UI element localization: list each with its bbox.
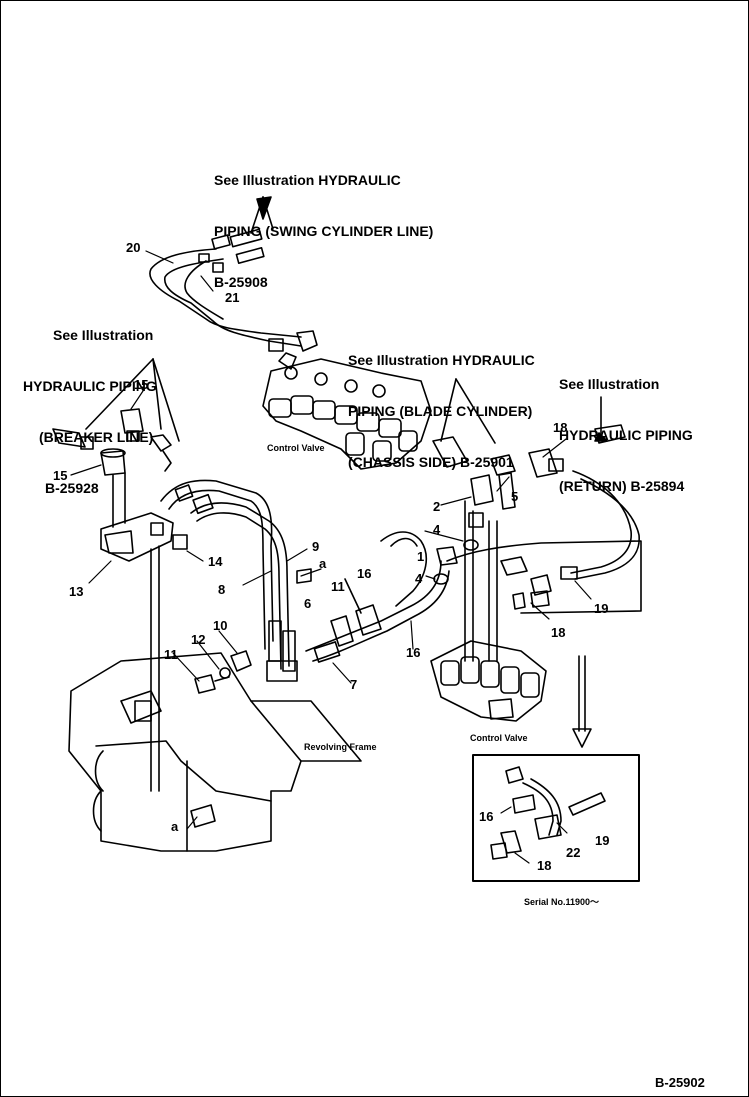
part-number-21: 21 (225, 290, 240, 305)
return-ref-line2: HYDRAULIC PIPING (559, 427, 693, 443)
inset-detail-box (472, 754, 640, 882)
part-number-16-center: 16 (357, 566, 372, 581)
part-number-19: 19 (594, 601, 609, 616)
blade-ref-line3: (CHASSIS SIDE) B-25901 (348, 454, 514, 470)
part-number-5: 5 (511, 489, 519, 504)
part-number-18-upper: 18 (553, 420, 568, 435)
swing-ref-line3: B-25908 (214, 274, 268, 290)
connection-mark-a-upper: a (319, 556, 327, 571)
part-number-2: 2 (433, 499, 441, 514)
control-valve-caption-lower: Control Valve (470, 733, 528, 743)
breaker-ref-line3: (BREAKER LINE) (39, 429, 154, 445)
return-line (446, 396, 642, 614)
return-ref-line3: (RETURN) B-25894 (559, 478, 685, 494)
part-number-12: 12 (191, 632, 206, 647)
part-number-20: 20 (126, 240, 141, 255)
part-number-13: 13 (69, 584, 84, 599)
lower-control-valve (430, 640, 547, 722)
inset-part-number-22: 22 (566, 845, 581, 860)
breaker-ref-line1: See Illustration (53, 327, 154, 343)
center-hoses (305, 531, 450, 663)
breaker-ref-line2: HYDRAULIC PIPING (23, 378, 157, 394)
parts-10-11-12 (194, 650, 252, 694)
part-number-6: 6 (304, 596, 312, 611)
part-number-15-lower: 15 (53, 468, 68, 483)
leader-lines (70, 250, 592, 864)
blade-ref-line2: PIPING (BLADE CYLINDER) (348, 403, 533, 419)
part-number-4-upper: 4 (433, 522, 441, 537)
part-number-14: 14 (208, 554, 223, 569)
inset-part-number-16: 16 (479, 809, 494, 824)
part-number-4-lower: 4 (415, 571, 423, 586)
drawing-number: B-25902 (655, 1075, 705, 1090)
blade-fittings (432, 378, 516, 662)
part-number-9: 9 (312, 539, 320, 554)
part-number-16-lower: 16 (406, 645, 421, 660)
revolving-frame (68, 652, 362, 852)
breaker-line-components (52, 358, 188, 792)
revolving-frame-caption: Revolving Frame (304, 742, 377, 752)
breaker-ref-line4: B-25928 (45, 480, 99, 496)
part-number-1: 1 (417, 549, 425, 564)
part-number-18-lower: 18 (551, 625, 566, 640)
control-valve-caption-upper: Control Valve (267, 443, 325, 453)
part-number-10: 10 (213, 618, 228, 633)
connection-mark-a-lower: a (171, 819, 179, 834)
blade-ref-line1: See Illustration HYDRAULIC (348, 352, 535, 368)
serial-number-caption: Serial No.11900～ (524, 897, 600, 907)
pipes-8-9 (160, 479, 312, 682)
part-number-11-left: 11 (164, 647, 178, 662)
part-number-15-upper: 15 (134, 377, 149, 392)
breaker-line-reference: See Illustration HYDRAULIC PIPING (BREAK… (23, 293, 157, 514)
upper-control-valve (262, 352, 432, 470)
arrow-to-inset (572, 655, 592, 748)
inset-part-number-18: 18 (537, 858, 552, 873)
blade-cylinder-reference: See Illustration HYDRAULIC PIPING (BLADE… (348, 318, 535, 488)
swing-hoses (149, 196, 318, 352)
swing-ref-line1: See Illustration HYDRAULIC (214, 172, 401, 188)
swing-line-reference: See Illustration HYDRAULIC PIPING (SWING… (214, 138, 433, 308)
inset-part-number-19: 19 (595, 833, 610, 848)
swing-ref-line2: PIPING (SWING CYLINDER LINE) (214, 223, 434, 239)
part-number-7: 7 (350, 677, 358, 692)
return-ref-line1: See Illustration (559, 376, 660, 392)
part-number-11-center: 11 (331, 579, 345, 594)
part-number-8: 8 (218, 582, 226, 597)
return-line-reference: See Illustration HYDRAULIC PIPING (RETUR… (559, 342, 693, 512)
